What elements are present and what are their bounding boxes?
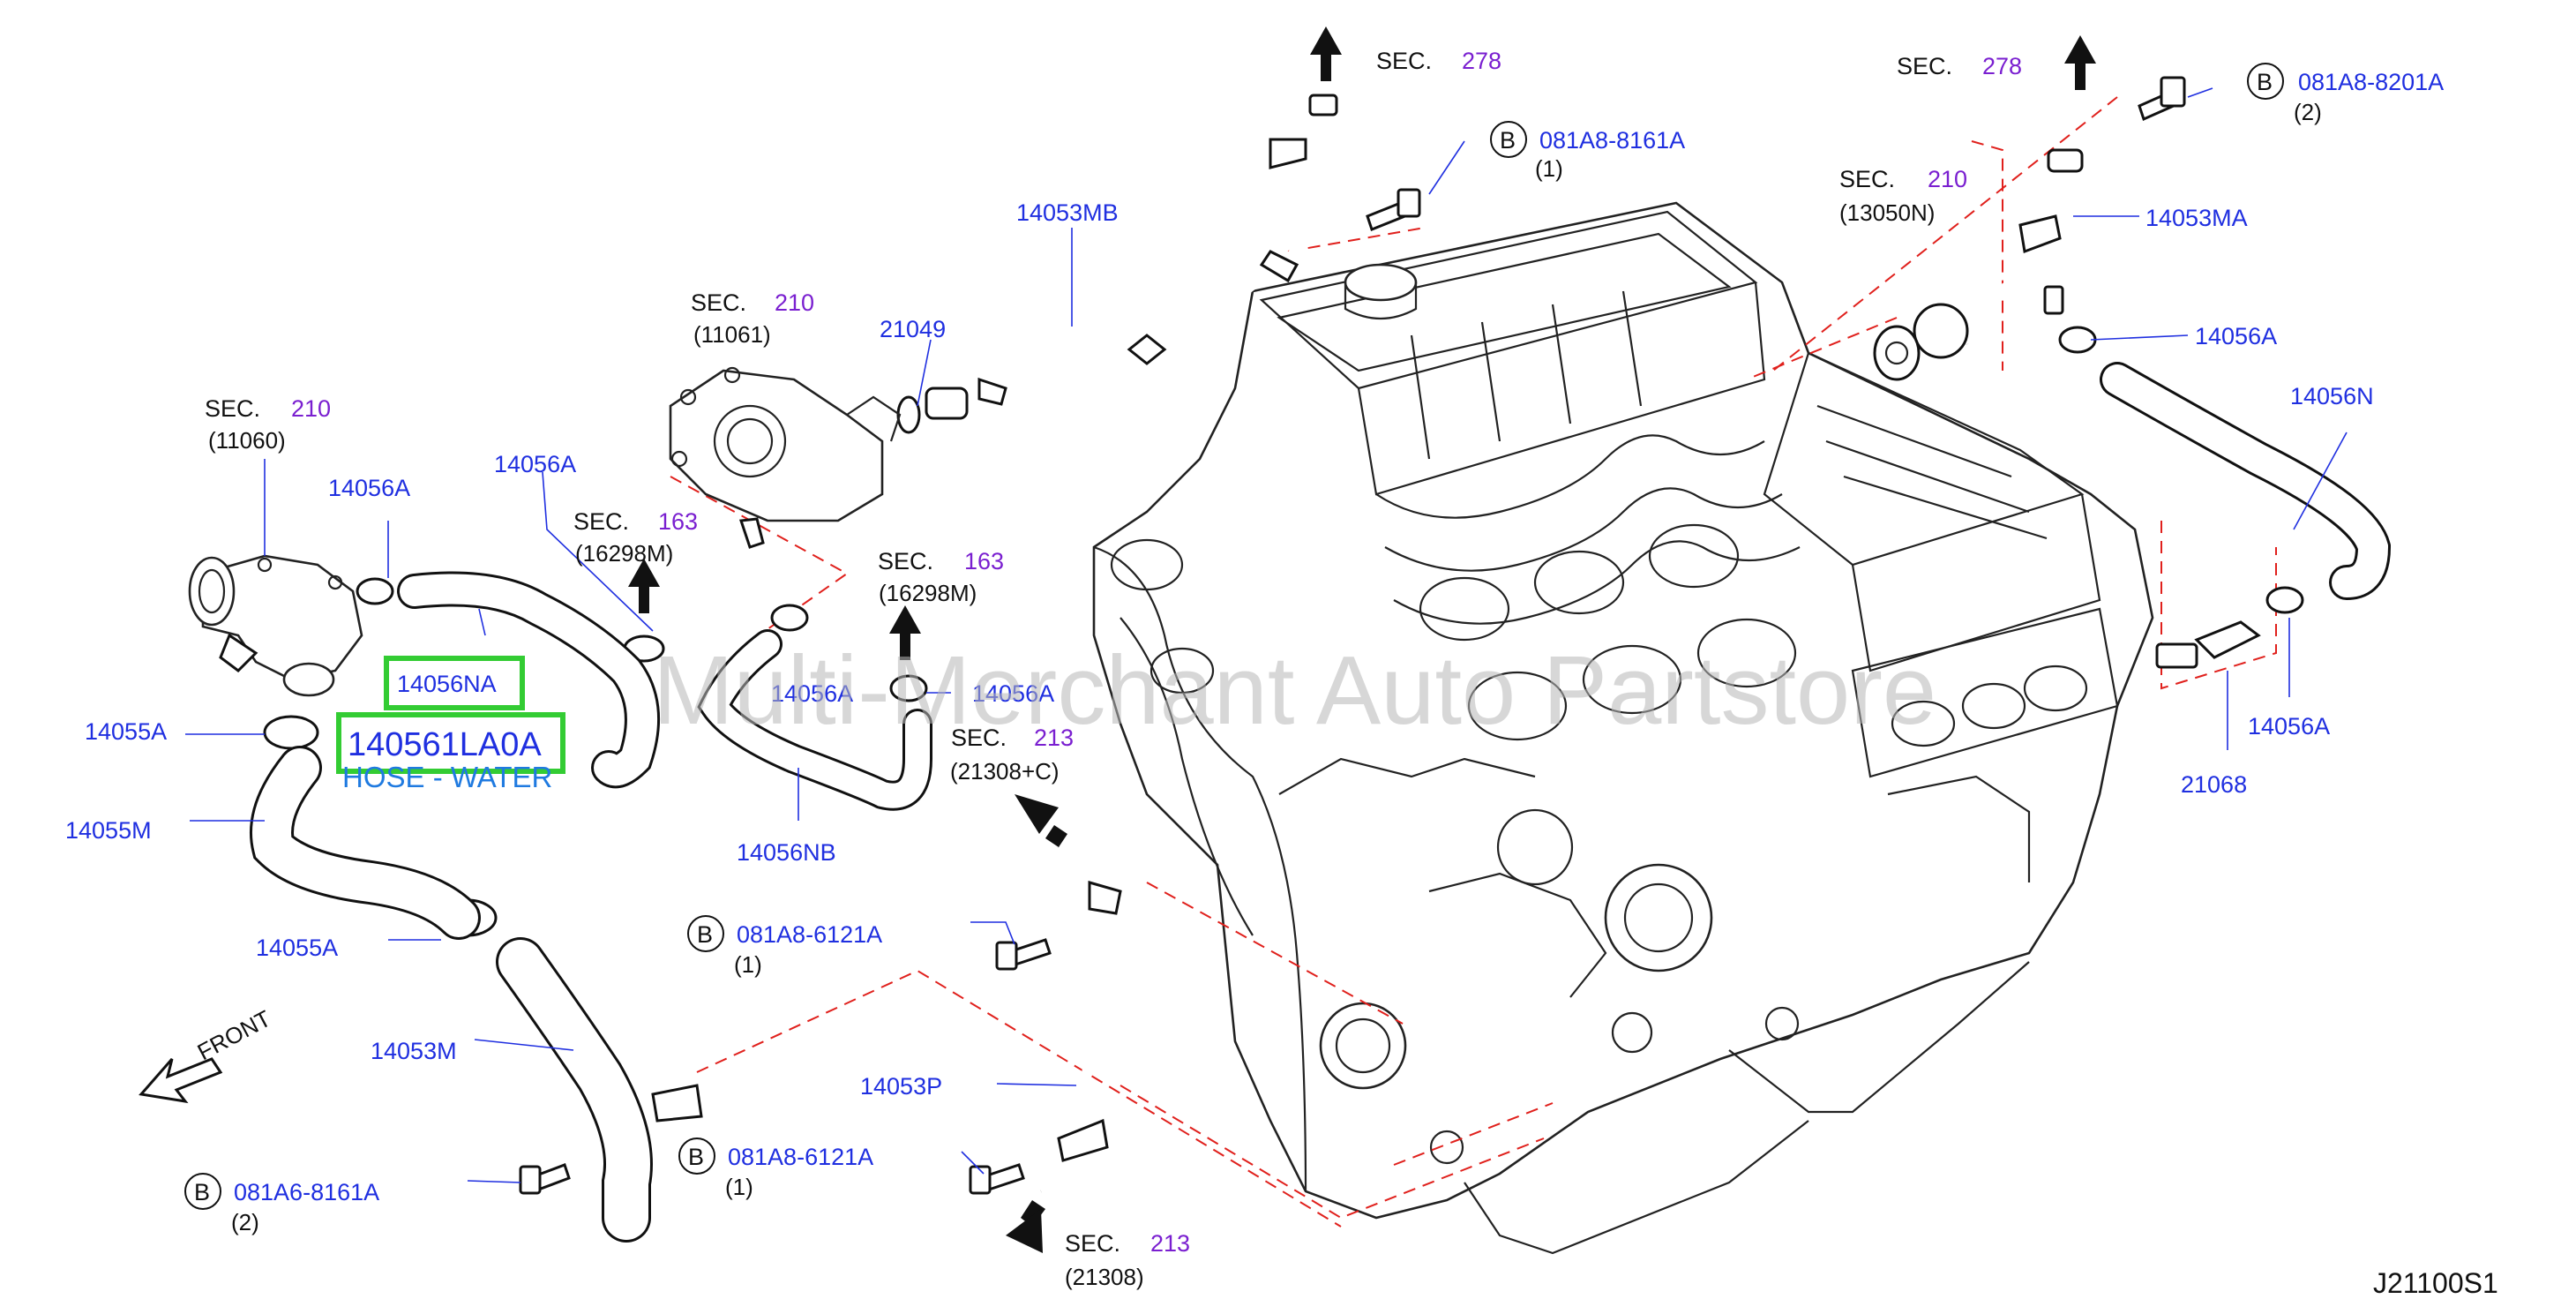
part-label-14056A[interactable]: 14056A [972, 680, 1054, 707]
up-arrow-icon-3 [628, 559, 660, 613]
bolt-marker-b: B [1500, 127, 1516, 154]
bolt-qty: (2) [2294, 99, 2322, 125]
sec-subref: (11061) [693, 321, 771, 348]
bolt-marker-b: B [194, 1179, 210, 1205]
bolt-qty: (1) [1535, 155, 1563, 182]
sec-label: SEC. [1897, 53, 1952, 79]
diag-arrow-icon-1 [1015, 794, 1067, 847]
part-label-14056A[interactable]: 14056A [494, 451, 576, 477]
part-label-14056NA: 14056NA [397, 671, 497, 697]
part-label-14053P[interactable]: 14053P [860, 1073, 942, 1100]
part-label-14055A[interactable]: 14055A [256, 935, 338, 961]
up-arrow-icon-4 [889, 605, 921, 660]
sec-label: SEC. [573, 508, 629, 535]
bolt-icon-4 [969, 1163, 1025, 1195]
labels: SEC. 278 SEC. 278 SEC. 210 (11061) SEC. … [65, 48, 2498, 1299]
front-arrow-icon [139, 1057, 223, 1104]
highlight-selected-part[interactable]: 140561LA0A [336, 712, 565, 774]
sec-number: 210 [291, 395, 331, 422]
sec-number: 213 [1034, 725, 1074, 751]
part-label-14056A[interactable]: 14056A [2248, 713, 2330, 740]
part-label-14053M[interactable]: 14053M [371, 1038, 457, 1064]
bolt-qty: (2) [231, 1209, 259, 1235]
watermark: Multi-Merchant Auto Partstore [653, 636, 1936, 745]
sec-subref: (11060) [208, 427, 286, 454]
diagram-code: J21100S1 [2373, 1267, 2498, 1299]
sec-number: 210 [1928, 166, 1967, 192]
sec-label: SEC. [1839, 166, 1895, 192]
sec-subref: (21308+C) [950, 758, 1060, 785]
part-label-14056A[interactable]: 14056A [2195, 323, 2277, 349]
coolant-parts [188, 76, 2392, 1243]
down-arrow-icon-1 [1006, 1200, 1045, 1253]
part-label-14055A[interactable]: 14055A [85, 718, 167, 745]
bolt-part-number: 081A8-8161A [1539, 127, 1685, 154]
front-label: FRONT [193, 1005, 275, 1066]
bolt-marker-b: B [697, 921, 713, 948]
bolt-callout-1[interactable]: B 081A8-8161A (1) [1490, 121, 1685, 182]
bolt-icon-3 [995, 938, 1052, 971]
bolt-callout-4[interactable]: B 081A8-6121A (1) [678, 1138, 873, 1200]
bolt-part-number: 081A8-6121A [737, 921, 882, 948]
sec-label: SEC. [1376, 48, 1432, 74]
leader-lines [185, 87, 2348, 1183]
sec-label: SEC. [878, 548, 933, 574]
bolt-marker-b: B [2257, 69, 2273, 95]
part-label-14056NB[interactable]: 14056NB [737, 839, 836, 866]
up-arrow-icon-2 [2064, 35, 2096, 90]
part-label-21049[interactable]: 21049 [880, 316, 946, 342]
sec-subref: (16298M) [879, 580, 977, 606]
bolt-marker-b: B [688, 1144, 704, 1170]
sec-number: 163 [658, 508, 698, 535]
part-label-14053MA[interactable]: 14053MA [2145, 205, 2248, 231]
bolt-icon-2 [2138, 76, 2186, 122]
part-label-14056A[interactable]: 14056A [328, 475, 410, 501]
part-label-14053MB[interactable]: 14053MB [1016, 199, 1119, 226]
bolt-icon-1 [1366, 188, 1421, 231]
sec-label: SEC. [1065, 1230, 1120, 1257]
sec-subref: (16298M) [575, 540, 673, 567]
sec-number: 213 [1150, 1230, 1190, 1257]
sec-label: SEC. [691, 289, 746, 316]
up-arrow-icon-1 [1310, 26, 1342, 81]
bolt-part-number: 081A6-8161A [234, 1179, 379, 1205]
selected-part-name: HOSE - WATER [342, 761, 552, 793]
part-label-21068[interactable]: 21068 [2181, 771, 2247, 798]
part-label-14056A[interactable]: 14056A [771, 680, 853, 707]
sec-number: 163 [964, 548, 1004, 574]
bolt-callout-3[interactable]: B 081A8-6121A (1) [687, 915, 882, 978]
bolt-callout-5[interactable]: B 081A6-8161A (2) [184, 1173, 379, 1235]
part-label-14056N[interactable]: 14056N [2290, 383, 2374, 409]
engine-assembly [1092, 201, 2154, 1255]
bolt-icon-5 [519, 1163, 571, 1195]
section-arrows [139, 26, 2096, 1253]
sec-label: SEC. [951, 725, 1007, 751]
selected-part-number: 140561LA0A [348, 726, 542, 763]
part-label-14055M[interactable]: 14055M [65, 817, 152, 844]
sec-number: 278 [1462, 48, 1501, 74]
highlight-14056NA[interactable]: 14056NA [384, 656, 525, 710]
sec-subref: (13050N) [1839, 199, 1935, 226]
connection-lines [670, 96, 2277, 1228]
bolt-qty: (1) [734, 951, 762, 978]
sec-number: 210 [775, 289, 814, 316]
bolt-part-number: 081A8-8201A [2298, 69, 2444, 95]
sec-subref: (21308) [1065, 1264, 1144, 1290]
bolt-qty: (1) [725, 1174, 753, 1200]
sec-label: SEC. [205, 395, 260, 422]
bolt-callout-2[interactable]: B 081A8-8201A (2) [2247, 63, 2444, 125]
bolt-part-number: 081A8-6121A [728, 1144, 873, 1170]
sec-number: 278 [1982, 53, 2022, 79]
